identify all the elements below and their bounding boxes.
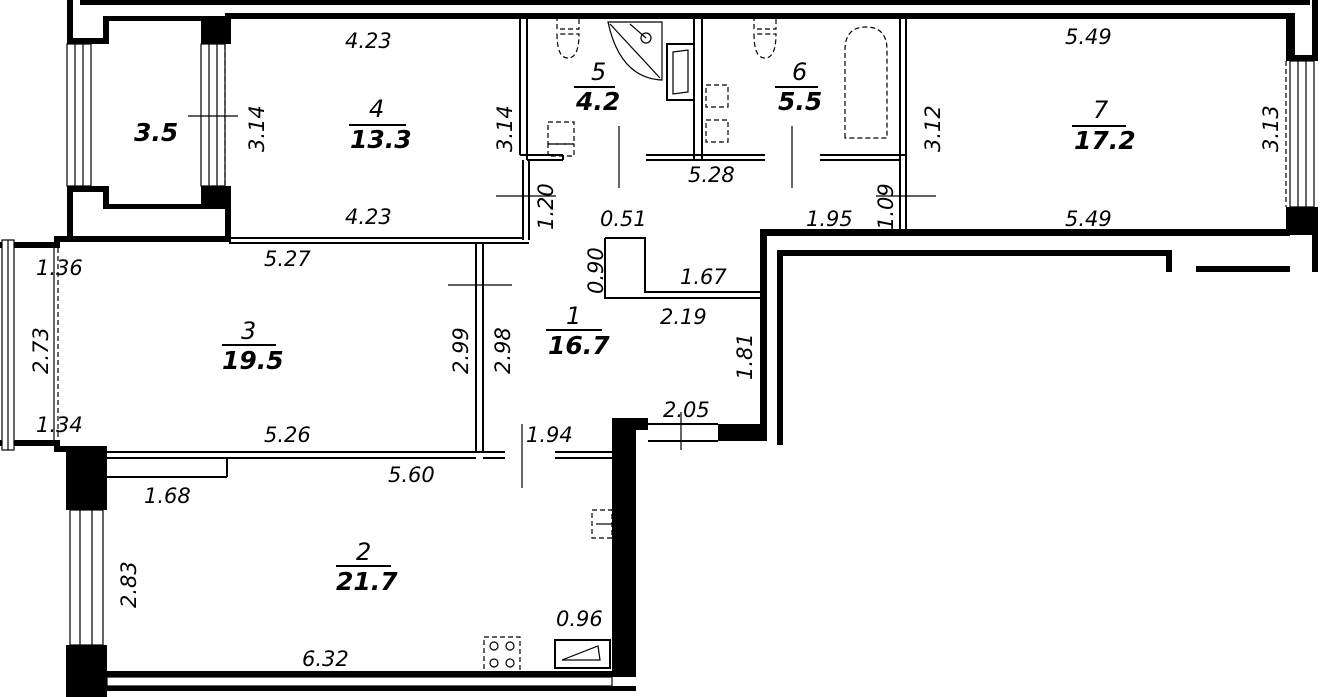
room-6-area: 5.5 <box>778 87 822 116</box>
dim-loggia-bottom: 1.34 <box>36 413 83 437</box>
dim-r3-right-a: 2.99 <box>449 327 473 374</box>
dim-hall-right: 1.09 <box>874 183 898 230</box>
bathtub-icon <box>844 26 888 139</box>
fixtures <box>483 16 888 674</box>
dim-hall-f: 1.81 <box>733 333 757 380</box>
shower-icon <box>607 21 663 81</box>
interior-partitions <box>103 16 907 478</box>
room-5-number: 5 <box>591 58 606 86</box>
room-1-number: 1 <box>566 302 581 330</box>
dim-hall-e: 2.19 <box>660 305 707 329</box>
dim-r2-top: 5.60 <box>388 463 435 487</box>
dim-r7-left: 3.12 <box>921 105 945 152</box>
windows <box>1 43 1315 687</box>
room-3-area: 19.5 <box>222 346 284 375</box>
room-7-number: 7 <box>1093 96 1109 124</box>
room-3-label: 3 19.5 <box>222 317 284 375</box>
room-5-label: 5 4.2 <box>574 58 620 116</box>
dim-hall-c: 0.90 <box>584 247 608 294</box>
dim-r3-bottom: 5.26 <box>264 423 311 447</box>
dim-r2-bottom: 6.32 <box>302 647 349 671</box>
room-1-area: 16.7 <box>548 331 610 360</box>
dim-r7-bottom: 5.49 <box>1065 207 1112 231</box>
washer-icon <box>705 84 729 143</box>
room-2-area: 21.7 <box>336 567 398 596</box>
dim-hall-left: 1.20 <box>534 183 558 230</box>
sink-icon <box>666 43 695 101</box>
dimension-labels: 4.23 4.23 3.14 3.14 5.28 5.49 5.49 3.12 … <box>29 25 1283 671</box>
room-2-label: 2 21.7 <box>336 538 398 596</box>
room-5-area: 4.2 <box>575 87 620 116</box>
dim-hall-h: 1.94 <box>526 423 573 447</box>
washer-icon <box>547 121 575 157</box>
room-1-label: 1 16.7 <box>546 302 610 360</box>
dim-hall-g: 2.05 <box>663 398 710 422</box>
room-2-window <box>69 509 104 646</box>
dim-r2-niche: 0.96 <box>556 607 603 631</box>
toilet-icon <box>753 16 777 59</box>
dim-r2-left-top: 1.68 <box>144 484 191 508</box>
kitchen-sink-icon <box>591 509 613 539</box>
balcony-window-left <box>66 43 92 187</box>
dim-hall-d: 1.67 <box>680 265 727 289</box>
dim-r7-right: 3.13 <box>1259 105 1283 152</box>
dim-hall-a: 0.51 <box>600 207 647 231</box>
dim-r7-top: 5.49 <box>1065 25 1112 49</box>
dim-r3-right-b: 2.98 <box>491 327 515 374</box>
room-4-area: 13.3 <box>350 125 412 154</box>
dim-r2-left: 2.83 <box>117 561 141 608</box>
toilet-icon <box>556 16 580 59</box>
room-4-window <box>200 43 226 187</box>
room-4-number: 4 <box>369 95 384 123</box>
dim-r4-right: 3.14 <box>493 105 517 152</box>
stove-icon <box>483 636 521 674</box>
room-2-number: 2 <box>356 538 371 566</box>
dim-hall-b: 1.95 <box>806 207 853 231</box>
room-7-area: 17.2 <box>1074 126 1136 155</box>
room-labels: 3.5 4 13.3 5 4.2 6 5.5 7 17.2 1 16.7 3 <box>134 58 1136 596</box>
balcony-area: 3.5 <box>134 118 178 147</box>
room-7-window <box>1289 60 1315 208</box>
dim-r4-bottom: 4.23 <box>345 205 392 229</box>
room-3-number: 3 <box>241 317 256 345</box>
dimension-ticks <box>188 115 936 488</box>
dim-loggia-side: 2.73 <box>29 327 53 374</box>
dim-r4-top: 4.23 <box>345 29 392 53</box>
room-4-label: 4 13.3 <box>349 95 412 154</box>
dim-loggia-top: 1.36 <box>36 256 83 280</box>
dim-r3-top: 5.27 <box>264 247 311 271</box>
dim-balcony-depth: 3.14 <box>245 105 269 152</box>
room-6-label: 6 5.5 <box>775 58 822 116</box>
room-7-label: 7 17.2 <box>1072 96 1136 155</box>
counter-sink-icon <box>554 639 611 669</box>
dim-bath-width: 5.28 <box>688 163 735 187</box>
room-6-number: 6 <box>792 58 807 86</box>
